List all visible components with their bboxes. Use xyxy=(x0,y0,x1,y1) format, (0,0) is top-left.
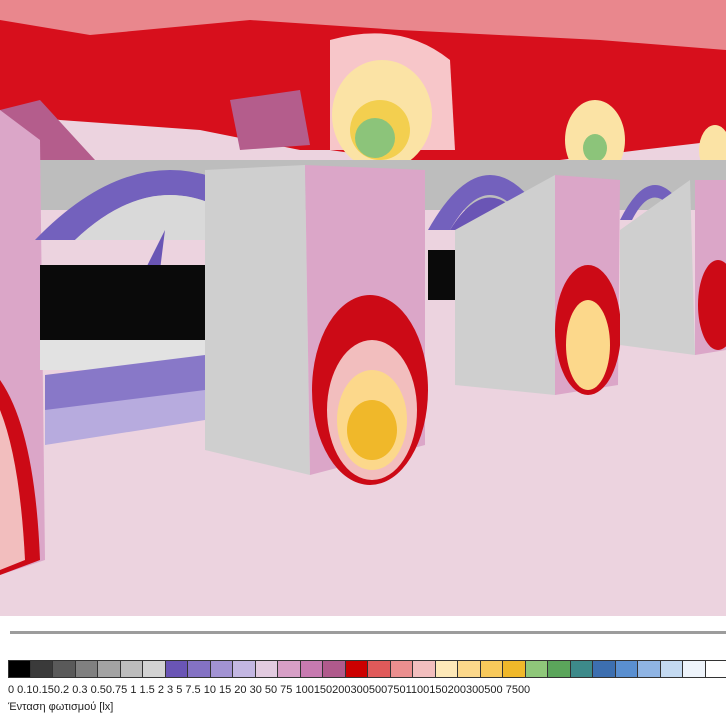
pillar-2-glow-2 xyxy=(566,300,610,390)
pillar-3-side xyxy=(620,180,695,355)
legend-swatch xyxy=(638,660,661,678)
legend-swatch xyxy=(705,660,726,678)
legend-swatch xyxy=(98,660,121,678)
legend-swatch xyxy=(683,660,706,678)
legend-swatch xyxy=(323,660,346,678)
pillar-3-glow xyxy=(698,260,726,350)
legend-swatch xyxy=(255,660,278,678)
legend-swatch xyxy=(300,660,323,678)
illuminance-legend-swatches xyxy=(8,660,726,680)
legend-swatch xyxy=(30,660,53,678)
legend-swatch xyxy=(120,660,143,678)
legend-swatch xyxy=(368,660,391,678)
left-wall-hot-inner xyxy=(0,410,25,570)
legend-swatch xyxy=(210,660,233,678)
legend-title: Ένταση φωτισμού [lx] xyxy=(8,701,114,713)
arch-1-spike xyxy=(145,230,165,270)
opening-1-dark xyxy=(40,265,205,350)
legend-swatch xyxy=(548,660,571,678)
legend-swatch xyxy=(75,660,98,678)
pillar-2-side xyxy=(455,175,555,395)
legend-swatch xyxy=(390,660,413,678)
legend-swatch xyxy=(480,660,503,678)
pillar-1-glow-4 xyxy=(347,400,397,460)
illuminance-rendering xyxy=(0,0,726,616)
legend-swatch xyxy=(570,660,593,678)
legend-swatch xyxy=(593,660,616,678)
legend-swatch xyxy=(413,660,436,678)
legend-swatch xyxy=(143,660,166,678)
legend-swatch xyxy=(278,660,301,678)
pillar-1-side xyxy=(205,165,310,475)
legend-swatch xyxy=(8,660,31,678)
legend-swatch xyxy=(660,660,683,678)
divider xyxy=(10,631,726,634)
legend-swatch xyxy=(615,660,638,678)
ceiling-highlight-2-green xyxy=(583,134,607,162)
legend-swatch xyxy=(435,660,458,678)
floor-purple-strip-2 xyxy=(45,390,205,445)
legend-swatch xyxy=(188,660,211,678)
ceiling-highlight-1-green xyxy=(355,118,395,158)
arch-2 xyxy=(428,175,552,230)
illuminance-legend-labels: 0 0.10.150.2 0.3 0.50.75 1 1.5 2 3 5 7.5… xyxy=(8,684,531,696)
legend-swatch xyxy=(233,660,256,678)
legend-swatch xyxy=(53,660,76,678)
floor-purple-strip xyxy=(45,355,205,420)
opening-2-dark xyxy=(428,250,458,300)
legend-swatch xyxy=(458,660,481,678)
ceiling-light-zone xyxy=(0,0,726,50)
legend-swatch xyxy=(503,660,526,678)
legend-swatch xyxy=(345,660,368,678)
legend-swatch xyxy=(525,660,548,678)
legend-swatch xyxy=(165,660,188,678)
ceiling-purple-patch-2 xyxy=(230,90,310,150)
